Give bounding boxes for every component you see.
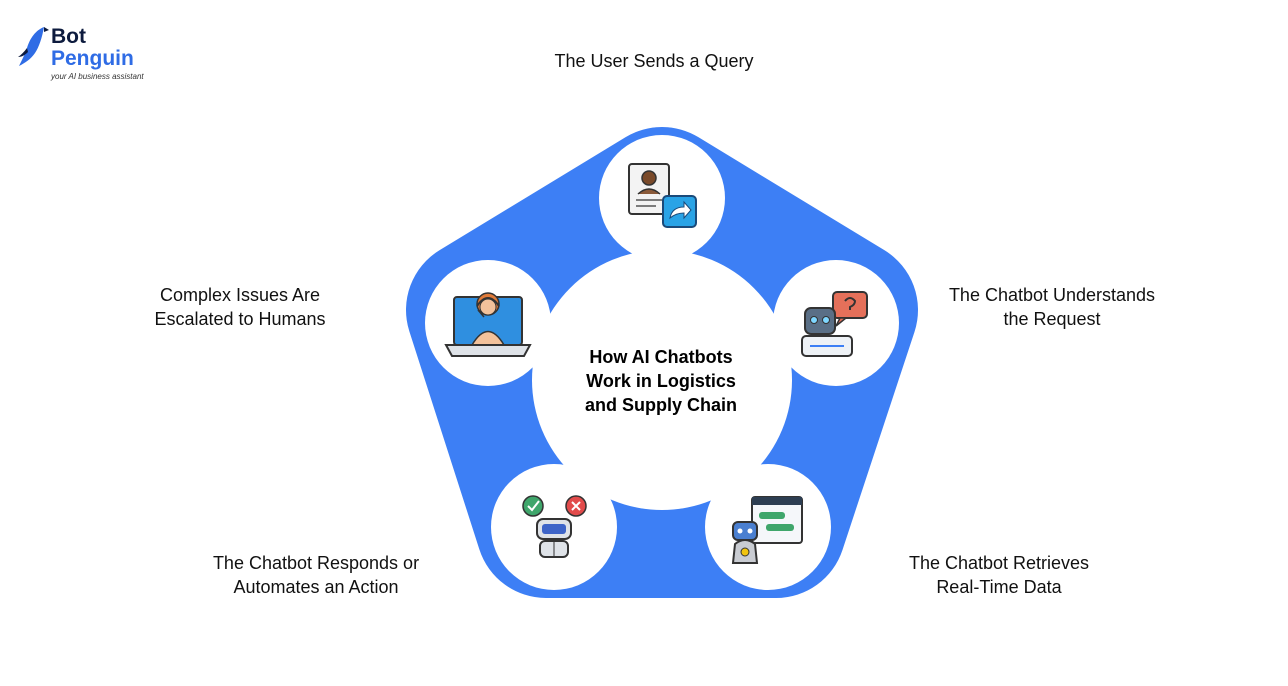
human-agent-laptop-icon: [444, 292, 532, 357]
title-line-2: Work in Logistics: [586, 371, 736, 391]
robot-check-cross-icon: [522, 495, 587, 558]
document-share-icon: [628, 163, 697, 228]
step-1-label: The User Sends a Query: [554, 51, 754, 71]
step-4-node: [491, 464, 617, 590]
brand-logo: Bot Penguin your AI business assistant: [18, 26, 158, 86]
step-5-label: Complex Issues Are Escalated to Humans: [154, 285, 326, 329]
diagram-title: How AI Chatbots Work in Logistics and Su…: [561, 345, 761, 417]
title-line-1: How AI Chatbots: [589, 347, 733, 367]
step-3-node: [705, 464, 831, 590]
logo-tagline: your AI business assistant: [51, 72, 144, 81]
robot-question-icon: [801, 291, 868, 357]
step-2-node: [773, 260, 899, 386]
logo-text-penguin: Penguin: [51, 47, 134, 70]
penguin-bird-icon: [18, 27, 49, 66]
center-circle: [532, 250, 792, 510]
robot-dashboard-icon: [731, 496, 803, 564]
step-3-label: The Chatbot Retrieves Real-Time Data: [908, 553, 1090, 597]
step-4-label: The Chatbot Responds or Automates an Act…: [212, 553, 420, 597]
logo-text-bot: Bot: [51, 25, 86, 48]
step-1-node: [599, 135, 725, 261]
step-5-node: [425, 260, 551, 386]
step-2-label: The Chatbot Understands the Request: [948, 285, 1156, 329]
title-line-3: and Supply Chain: [584, 395, 737, 415]
